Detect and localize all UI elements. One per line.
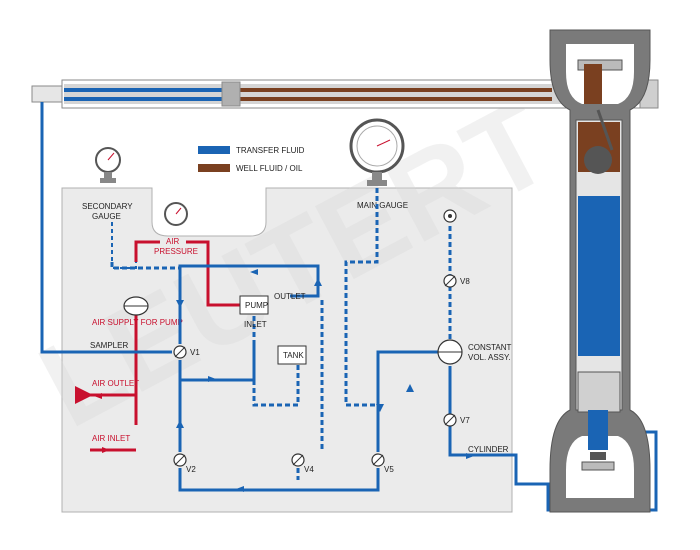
arrow-icon-1 xyxy=(250,269,258,275)
arrow-icon-7 xyxy=(376,404,384,412)
air-gauge-icon xyxy=(164,202,188,226)
valve-v7-label: V7 xyxy=(460,416,470,425)
outlet-label: OUTLET xyxy=(274,292,306,301)
air-inlet-label: AIR INLET xyxy=(92,434,130,443)
valve-v5-label: V5 xyxy=(384,465,394,474)
tank-box xyxy=(277,345,307,365)
valve-v5-icon xyxy=(371,453,385,467)
valve-v8-icon xyxy=(443,274,457,288)
constant-volume-icon xyxy=(437,339,463,365)
arrow-icon-9 xyxy=(466,453,474,459)
valve-v8-label: V8 xyxy=(460,277,470,286)
air-pressure-label-1: AIR xyxy=(166,237,180,246)
air-outlet-label: AIR OUTLET xyxy=(92,379,139,388)
air-pressure-label-2: PRESSURE xyxy=(154,247,198,256)
valve-v1-icon xyxy=(173,345,187,359)
cylinder-label: CYLINDER xyxy=(468,445,509,454)
constant-label-1: CONSTANT xyxy=(468,343,512,352)
tank-label: TANK xyxy=(283,351,304,360)
arrow-icon-6 xyxy=(236,486,244,492)
pump-box xyxy=(239,295,269,315)
secondary-gauge-label-2: GAUGE xyxy=(92,212,121,221)
dashed-lines xyxy=(110,188,452,480)
arrow-icon-8 xyxy=(406,384,414,392)
legend-transfer-label: TRANSFER FLUID xyxy=(236,146,305,155)
inlet-label: INLET xyxy=(244,320,267,329)
secondary-gauge-icon xyxy=(95,147,121,183)
legend-swatch-transfer xyxy=(198,146,230,154)
valve-v2-icon xyxy=(173,453,187,467)
valve-v2-label: V2 xyxy=(186,465,196,474)
valve-v4-icon xyxy=(291,453,305,467)
main-gauge-label: MAIN GAUGE xyxy=(357,201,408,210)
air-supply-label: AIR SUPPLY FOR PUMP xyxy=(92,318,183,327)
pump-label: PUMP xyxy=(245,301,268,310)
arrow-icon-5 xyxy=(176,420,184,428)
constant-label-2: VOL. ASSY. xyxy=(468,353,511,362)
secondary-gauge-label-1: SECONDARY xyxy=(82,202,133,211)
valve-v7-icon xyxy=(443,413,457,427)
vertical-cylinder-frame xyxy=(549,29,651,513)
valve-v4-label: V4 xyxy=(304,465,314,474)
legend-well-label: WELL FLUID / OIL xyxy=(236,164,303,173)
air-inlet-arrow-icon xyxy=(102,447,110,453)
valve-v1-label: V1 xyxy=(190,348,200,357)
arrow-icon-4 xyxy=(208,376,216,382)
air-supply-valve-icon xyxy=(123,296,149,316)
sampler-label: SAMPLER xyxy=(90,341,128,350)
air-outlet-arrow-icon xyxy=(94,393,102,399)
port-icon xyxy=(443,209,457,223)
arrow-icon-3 xyxy=(314,278,322,286)
arrow-icon-2 xyxy=(176,300,184,308)
legend-swatch-well xyxy=(198,164,230,172)
main-gauge-icon xyxy=(349,118,405,186)
